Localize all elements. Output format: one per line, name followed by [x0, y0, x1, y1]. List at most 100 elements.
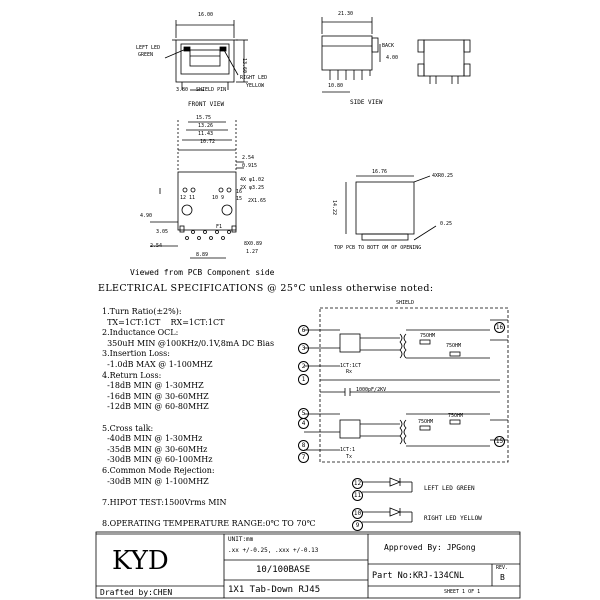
spec-line: 6.Common Mode Rejection:	[102, 466, 215, 475]
pcb-pin-f1: F1	[216, 224, 223, 230]
led-right-color: YELLOW	[246, 83, 265, 89]
pcb-dim-11: 1.27	[246, 249, 259, 255]
shield-label: SHIELD	[396, 300, 415, 306]
pcb-pin-15: 15	[236, 196, 243, 202]
top-view-drawing	[345, 175, 437, 241]
pcb-pin-16: 16	[236, 189, 243, 195]
pcb-caption: Viewed from PCB Component side	[130, 268, 275, 277]
unit-label: UNIT:mm	[228, 536, 254, 543]
resistor-4-label: 75OHM	[448, 413, 464, 419]
spec-line: -16dB MIN @ 30-60MHZ	[102, 391, 209, 401]
pin-label: 8	[298, 440, 309, 451]
resistor-1-label: 75OHM	[420, 333, 436, 339]
spec-line: 3.Insertion Loss:	[102, 349, 170, 359]
spec-line: 4.Return Loss:	[102, 370, 162, 380]
spec-line: -40dB MIN @ 1-30MHz	[102, 434, 203, 444]
led-green-label: LEFT LED GREEN	[424, 485, 475, 492]
schematic-drawing	[304, 307, 509, 523]
spec-line: 2.Inductance OCL:	[102, 328, 179, 338]
spec-line: -30dB MIN @ 60-100MHz	[102, 455, 213, 465]
top-small-dim: 0.25	[440, 221, 453, 227]
spec-line: -12dB MIN @ 60-80MHZ	[102, 402, 209, 412]
top-view-caption: TOP PCB TO BOTT OM OF OPENING	[334, 245, 422, 251]
led-right-label: RIGHT LED	[240, 75, 268, 81]
drafted-by: Drafted by:CHEN	[100, 588, 173, 597]
capacitor-label: 1000pF/2KV	[356, 387, 387, 393]
pcb-hole-2: 2X φ3.25	[240, 185, 265, 191]
tolerance-label: .xx +/-0.25, .xxx +/-0.13	[228, 547, 319, 554]
pcb-hole-4: 8X0.89	[244, 241, 263, 247]
pin-label: 12	[352, 478, 363, 489]
top-radius-dim: 4XR0.25	[432, 173, 454, 179]
pcb-dim-4: 10.72	[200, 139, 216, 145]
approved-by: Approved By: JPGong	[384, 543, 476, 552]
side-pin-dim: 10.80	[328, 83, 344, 89]
pin-label: 4	[298, 418, 309, 429]
rx-ratio-label: 1CT:1CT	[340, 363, 362, 369]
pcb-dim-9: 2.54	[150, 243, 163, 249]
tx-label: Tx	[346, 454, 353, 460]
pin-label: 7	[298, 452, 309, 463]
spec-line: 5.Cross talk:	[102, 423, 154, 433]
pin-label: 3	[298, 343, 309, 354]
spec-line: -18dB MIN @ 1-30MHZ	[102, 381, 204, 391]
top-width-dim: 16.76	[372, 169, 388, 175]
pcb-pins-right: 10 9	[212, 195, 225, 201]
back-label: BACK	[382, 43, 395, 49]
spec-line: TX=1CT:1CT RX=1CT:1CT	[102, 317, 225, 327]
pin-label: 15	[494, 436, 505, 447]
part-number: Part No:KRJ-134CNL	[372, 571, 465, 581]
resistor-3-label: 75OHM	[418, 419, 434, 425]
spec-line: 8.OPERATING TEMPERATURE RANGE:0℃ TO 70℃	[102, 519, 316, 528]
led-left-color: GREEN	[138, 52, 154, 58]
side-view-drawing	[321, 17, 471, 93]
tx-ratio-label: 1CT:1	[340, 447, 356, 453]
pin-label: 2	[298, 361, 309, 372]
pcb-dim-2: 13.26	[198, 123, 214, 129]
pin-label: 6	[298, 325, 309, 336]
pin-label: 1	[298, 374, 309, 385]
spec-heading: ELECTRICAL SPECIFICATIONS @ 25°C unless …	[98, 283, 434, 294]
side-view-title: SIDE VIEW	[350, 99, 383, 106]
front-width-dim: 16.00	[198, 12, 214, 18]
front-height-dim: 13.60	[241, 58, 247, 74]
top-height-dim: 14.22	[331, 200, 337, 216]
front-view-drawing	[164, 20, 248, 91]
product-line-2: 1X1 Tab-Down RJ45	[228, 585, 321, 595]
spec-line: -1.0dB MAX @ 1-100MHZ	[102, 360, 213, 369]
spec-line: -30dB MIN @ 1-100MHZ	[102, 476, 209, 486]
pin-label: 11	[352, 490, 363, 501]
shield-pin-dim: 3.80	[176, 87, 189, 93]
pin-label: 16	[494, 322, 505, 333]
spec-line: 350uH MIN @100KHz/0.1V,8mA DC Bias	[102, 338, 275, 348]
pcb-hole-3: 2X1.65	[248, 198, 267, 204]
company-name: KYD	[112, 546, 169, 576]
pin-label: 9	[352, 520, 363, 531]
rev-label: REV.	[496, 565, 509, 571]
back-dim: 4.00	[386, 55, 399, 61]
pcb-dim-8: 3.05	[156, 229, 169, 235]
pin-label: 10	[352, 508, 363, 519]
pcb-dim-10: 8.89	[196, 252, 209, 258]
pcb-footprint-drawing	[150, 120, 244, 259]
rx-label: Rx	[346, 369, 353, 375]
pcb-pins-left: 12 11	[180, 195, 196, 201]
sheet-label: SHEET 1 OF 1	[444, 589, 481, 595]
rev-value: B	[500, 573, 505, 582]
spec-line: 7.HIPOT TEST:1500Vrms MIN	[102, 497, 227, 507]
pcb-dim-7: 4.90	[140, 213, 153, 219]
pcb-dim-3: 11.43	[198, 131, 214, 137]
spec-line: -35dB MIN @ 30-60MHz	[102, 444, 208, 454]
side-length-dim: 21.30	[338, 11, 354, 17]
title-block-lines	[95, 531, 521, 599]
product-line-1: 10/100BASE	[256, 565, 311, 575]
led-left-label: LEFT LED	[136, 45, 161, 51]
pcb-dim-6: 0.915	[242, 163, 258, 169]
shield-pin-label: SHIELD PIN	[196, 87, 227, 93]
led-yellow-label: RIGHT LED YELLOW	[424, 515, 482, 522]
pcb-dim-1: 15.75	[196, 115, 212, 121]
spec-line: 1.Turn Ratio(±2%):	[102, 307, 182, 316]
front-view-title: FRONT VIEW	[188, 101, 225, 108]
resistor-2-label: 75OHM	[446, 343, 462, 349]
